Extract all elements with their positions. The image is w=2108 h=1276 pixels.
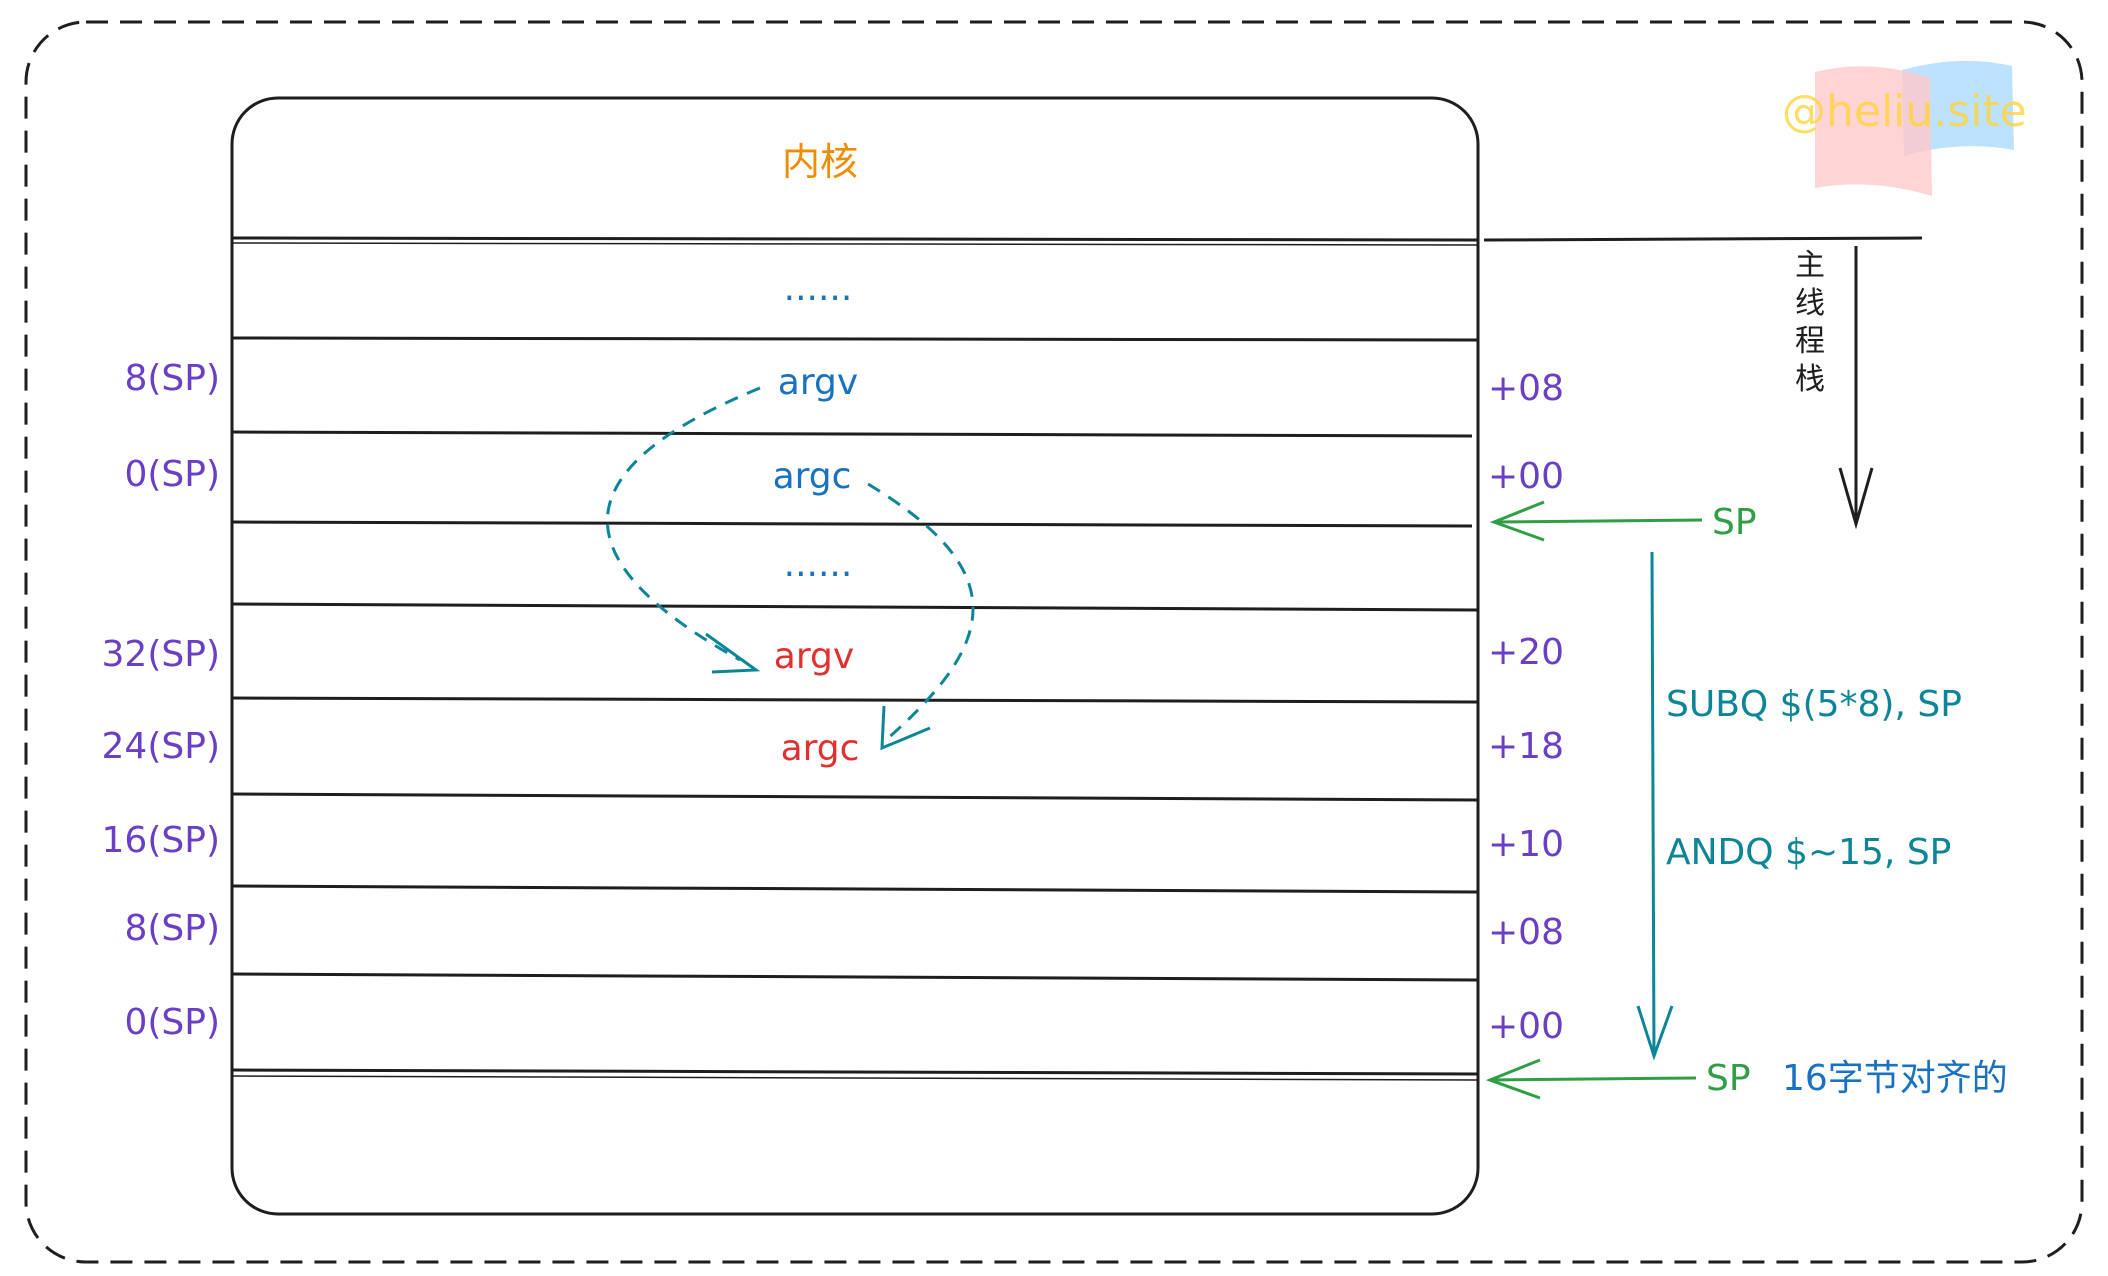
right-offset-10: +10 — [1488, 824, 1564, 865]
argc-copy-arrow — [867, 482, 975, 742]
sp-bottom-arrow-shaft — [1489, 1076, 1697, 1082]
divider — [231, 336, 1479, 342]
stack-title: 内核 — [782, 140, 858, 184]
aligned-note: 16字节对齐的 — [1782, 1058, 2008, 1099]
left-offset-24sp: 24(SP) — [102, 726, 220, 767]
instruction-arrow — [1636, 551, 1674, 1061]
divider — [231, 236, 1479, 242]
right-offset-08-bottom: +08 — [1488, 912, 1564, 953]
main-stack-arrow — [1838, 246, 1874, 530]
divider — [231, 972, 1479, 982]
copy-arrowheads — [705, 632, 931, 751]
divider — [231, 242, 1479, 246]
main-stack-arrowhead — [1838, 467, 1874, 530]
right-offsets: +08 +00 +20 +18 +10 +08 +00 — [1488, 368, 1564, 1047]
instruction-arrow-shaft — [1650, 551, 1656, 1057]
instruction-subq: SUBQ $(5*8), SP — [1666, 684, 1962, 725]
argc-copy-arrowhead — [880, 705, 931, 751]
divider — [231, 430, 1473, 438]
left-offsets: 8(SP) 0(SP) 32(SP) 24(SP) 16(SP) 8(SP) 0… — [102, 358, 220, 1043]
divider — [231, 602, 1479, 612]
divider — [231, 1075, 1479, 1081]
main-stack-label-char-3: 程 — [1795, 324, 1825, 359]
argv-copy-arrowhead — [705, 632, 761, 674]
row-dividers — [231, 236, 1479, 1081]
instruction-andq: ANDQ $~15, SP — [1666, 832, 1951, 873]
left-offset-16sp: 16(SP) — [102, 820, 220, 861]
left-offset-0sp-top: 0(SP) — [124, 454, 220, 495]
stack-box — [230, 96, 1480, 1216]
left-offset-8sp-bottom: 8(SP) — [124, 908, 220, 949]
row-label-argv-copy: argv — [774, 636, 854, 677]
divider — [231, 520, 1473, 528]
sp-bottom-label: SP — [1706, 1058, 1751, 1099]
sp-bottom-arrow — [1485, 1058, 1697, 1100]
main-stack-label-char-2: 线 — [1795, 286, 1825, 321]
right-offset-00-bottom: +00 — [1488, 1006, 1564, 1047]
divider — [231, 696, 1479, 704]
left-offset-8sp-top: 8(SP) — [124, 358, 220, 399]
right-offset-20: +20 — [1488, 632, 1564, 673]
watermark-text: @heliu.site — [1782, 86, 2027, 137]
right-offset-18: +18 — [1488, 726, 1564, 767]
main-stack-top-line — [1483, 236, 1923, 242]
row-label-ellipsis-middle: ...... — [784, 544, 853, 585]
outer-frame — [24, 20, 2084, 1264]
main-stack-label-char-4: 栈 — [1795, 362, 1825, 397]
left-offset-32sp: 32(SP) — [102, 634, 220, 675]
row-labels: ...... argv argc ...... argv argc — [773, 268, 860, 769]
argv-copy-arrow — [605, 386, 761, 662]
divider — [231, 1068, 1479, 1076]
instruction-arrowhead — [1636, 1005, 1674, 1061]
divider — [231, 884, 1479, 894]
sp-top-arrow — [1489, 500, 1703, 542]
copy-arrows — [605, 386, 975, 742]
right-offset-00-top: +00 — [1488, 456, 1564, 497]
right-offset-08-top: +08 — [1488, 368, 1564, 409]
left-offset-0sp-bottom: 0(SP) — [124, 1002, 220, 1043]
watermark-shape-pink — [1815, 66, 1932, 196]
divider — [231, 792, 1479, 802]
row-label-ellipsis-top: ...... — [784, 268, 853, 309]
sp-top-arrow-shaft — [1493, 518, 1703, 524]
sp-top-arrowhead — [1489, 500, 1545, 542]
sp-top-label: SP — [1712, 502, 1757, 543]
main-stack-label-char-1: 主 — [1795, 248, 1825, 283]
row-label-argv-original: argv — [778, 362, 858, 403]
row-label-argc-original: argc — [773, 456, 852, 497]
watermark-logo: @heliu.site — [1782, 60, 2027, 196]
row-label-argc-copy: argc — [781, 728, 860, 769]
sp-bottom-arrowhead — [1485, 1058, 1541, 1100]
